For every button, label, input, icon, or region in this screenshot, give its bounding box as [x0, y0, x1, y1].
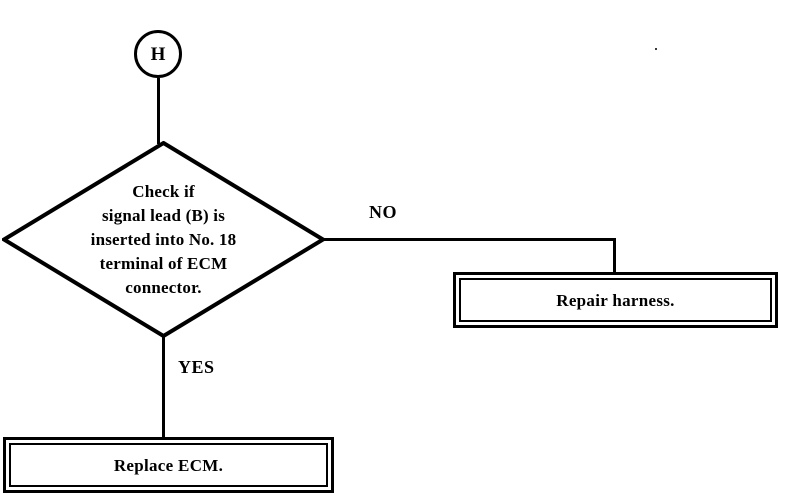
decision-diamond: Check if signal lead (B) is inserted int…: [2, 141, 325, 338]
process-box-repair-harness: Repair harness.: [453, 272, 778, 328]
connector-node-h: H: [134, 30, 182, 78]
process-box-repair-harness-label: Repair harness.: [556, 290, 675, 310]
decision-text: Check if signal lead (B) is inserted int…: [2, 141, 325, 338]
decision-text-line-2: signal lead (B) is: [101, 205, 226, 225]
no-branch-horizontal-line: [323, 238, 616, 241]
scan-speck: [655, 48, 657, 50]
process-box-replace-ecm-label: Replace ECM.: [113, 455, 224, 475]
process-box-replace-ecm: Replace ECM.: [3, 437, 334, 493]
decision-text-line-3: inserted into No. 18: [90, 229, 237, 249]
branch-label-no: NO: [369, 202, 397, 222]
connector-to-decision-line: [157, 78, 160, 144]
decision-text-line-5: connector.: [125, 277, 202, 297]
process-box-repair-harness-inner: Repair harness.: [459, 278, 772, 322]
no-branch-vertical-line: [613, 238, 616, 274]
process-box-replace-ecm-inner: Replace ECM.: [9, 443, 328, 487]
connector-label: H: [150, 43, 166, 65]
decision-text-line-4: terminal of ECM: [99, 253, 228, 273]
decision-text-line-1: Check if: [132, 181, 195, 201]
branch-label-yes: YES: [178, 357, 215, 377]
yes-branch-vertical-line: [162, 334, 165, 439]
